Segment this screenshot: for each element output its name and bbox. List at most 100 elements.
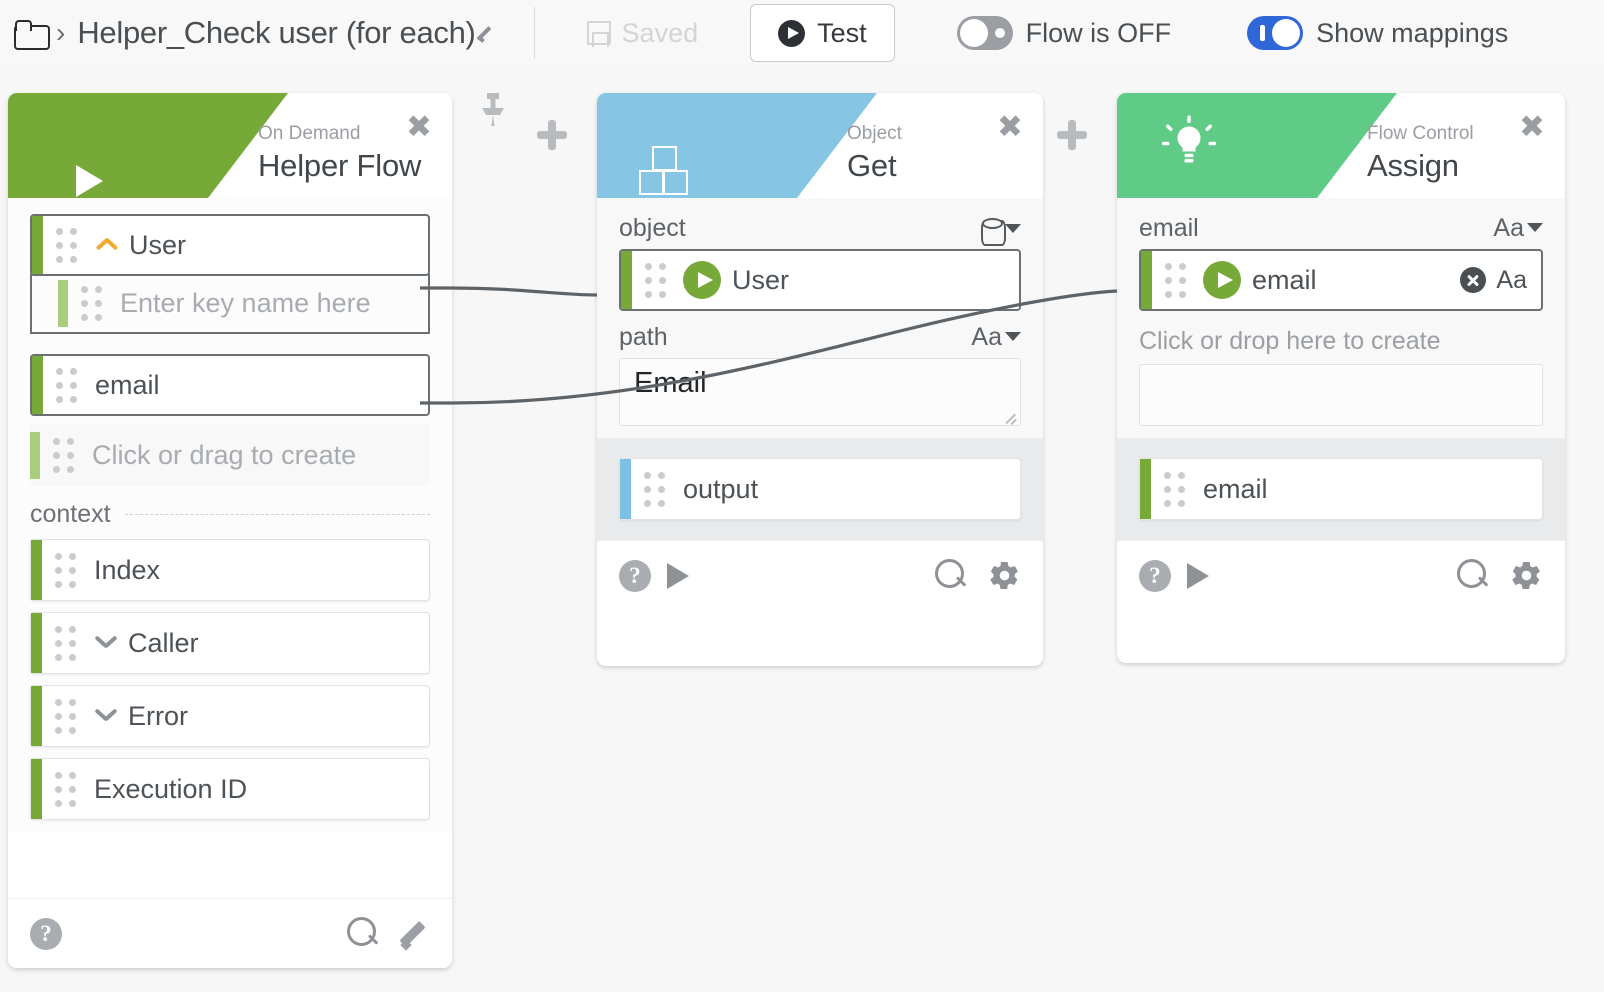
search-icon[interactable] — [1457, 559, 1490, 592]
row-accent — [58, 279, 68, 327]
top-toolbar: › Helper_Check user (for each) Saved Tes… — [0, 0, 1604, 66]
test-button-label: Test — [817, 17, 867, 48]
close-icon[interactable]: ✖ — [1519, 109, 1545, 145]
row-accent — [31, 540, 42, 600]
run-icon[interactable] — [667, 562, 689, 589]
drag-handle-icon[interactable] — [1164, 471, 1192, 507]
gear-icon[interactable] — [988, 559, 1021, 592]
row-accent — [31, 613, 42, 673]
header-shape — [8, 93, 288, 198]
clear-icon[interactable] — [1460, 267, 1487, 293]
card-footer: ? — [8, 898, 452, 968]
card-footer: ? — [597, 540, 1043, 610]
field-email-value[interactable]: email Aa — [1139, 249, 1543, 311]
drag-handle-icon[interactable] — [1165, 262, 1193, 298]
play-circle-icon — [1203, 261, 1241, 299]
mapping-row-user[interactable]: User — [30, 214, 430, 276]
add-node-button-1[interactable] — [537, 120, 567, 150]
folder-icon[interactable] — [14, 19, 50, 50]
node-card-object-get[interactable]: Object Get ✖ object User pa — [597, 93, 1043, 666]
flow-enabled-toggle[interactable]: Flow is OFF — [956, 16, 1171, 50]
row-accent — [1140, 459, 1151, 519]
drag-handle-icon[interactable] — [645, 262, 673, 298]
output-row[interactable]: output — [619, 458, 1021, 520]
type-label: Aa — [1493, 214, 1524, 242]
save-status-button[interactable]: Saved — [586, 18, 698, 49]
pushpin-icon[interactable] — [478, 92, 508, 128]
help-icon[interactable]: ? — [1139, 559, 1171, 592]
mappings-toggle-switch[interactable] — [1247, 16, 1304, 50]
breadcrumb[interactable]: › Helper_Check user (for each) — [0, 15, 498, 51]
drag-handle-icon[interactable] — [55, 552, 83, 588]
edit-title-pencil-icon[interactable] — [479, 23, 498, 42]
help-icon[interactable]: ? — [30, 917, 62, 950]
drop-target-box[interactable] — [1139, 364, 1543, 426]
node-card-flow-control-assign[interactable]: Flow Control Assign ✖ email Aa email — [1117, 93, 1565, 663]
context-row-caller[interactable]: Caller — [30, 612, 430, 674]
toggle-mark — [994, 28, 1005, 38]
field-path-header: path Aa — [619, 323, 1021, 352]
drop-hint-label: Click or drop here to create — [1139, 327, 1441, 355]
drag-handle-icon[interactable] — [55, 771, 83, 807]
card-body: email Aa email Aa Click or drop here to … — [1117, 198, 1565, 438]
show-mappings-toggle[interactable]: Show mappings — [1247, 16, 1508, 50]
help-icon[interactable]: ? — [619, 559, 651, 592]
context-row-index[interactable]: Index — [30, 539, 430, 601]
drag-handle-icon[interactable] — [55, 698, 83, 734]
pencil-icon[interactable] — [400, 919, 430, 949]
output-row-label: output — [683, 473, 759, 504]
flow-canvas[interactable]: On Demand Helper Flow ✖ User Enter key n… — [0, 66, 1604, 992]
chevron-down-icon[interactable] — [95, 632, 117, 654]
drag-handle-icon[interactable] — [56, 367, 84, 403]
card-header: Flow Control Assign ✖ — [1117, 93, 1565, 198]
field-label: path — [619, 323, 668, 351]
toggle-mark — [1260, 25, 1266, 41]
flow-toggle-switch[interactable] — [956, 16, 1013, 50]
run-icon[interactable] — [1187, 562, 1209, 589]
breadcrumb-separator: › — [56, 17, 66, 48]
row-accent — [31, 759, 42, 819]
resize-handle-icon[interactable] — [1003, 409, 1017, 423]
email-type-selector[interactable]: Aa — [1493, 214, 1543, 243]
close-icon[interactable]: ✖ — [406, 109, 432, 145]
path-textarea[interactable]: Email — [619, 358, 1021, 426]
path-type-selector[interactable]: Aa — [971, 323, 1021, 352]
output-row-label: email — [1203, 473, 1268, 504]
chevron-down-icon — [1005, 224, 1021, 233]
close-icon[interactable]: ✖ — [997, 109, 1023, 145]
object-type-selector[interactable] — [981, 217, 1021, 246]
field-object-value[interactable]: User — [619, 249, 1021, 311]
gear-icon[interactable] — [1510, 559, 1543, 592]
mapping-row-label: email — [95, 369, 160, 400]
drag-handle-icon[interactable] — [55, 625, 83, 661]
test-button[interactable]: Test — [750, 4, 895, 62]
create-row-placeholder[interactable]: Click or drag to create — [30, 424, 430, 486]
drag-handle-icon[interactable] — [644, 471, 672, 507]
output-section: email — [1117, 438, 1565, 540]
drag-handle-icon[interactable] — [53, 437, 81, 473]
context-row-label: Execution ID — [94, 773, 248, 804]
chevron-up-icon[interactable] — [96, 234, 118, 256]
context-row-execution-id[interactable]: Execution ID — [30, 758, 430, 820]
chevron-down-icon[interactable] — [95, 705, 117, 727]
header-shape — [597, 93, 877, 198]
field-object-header: object — [619, 214, 1021, 246]
field-email-header: email Aa — [1139, 214, 1543, 243]
header-shape — [1117, 93, 1397, 198]
card-kicker: Flow Control — [1367, 123, 1474, 144]
drag-handle-icon[interactable] — [81, 285, 109, 321]
value-type-label: Aa — [1496, 265, 1527, 294]
drag-handle-icon[interactable] — [56, 227, 84, 263]
node-card-helper-flow[interactable]: On Demand Helper Flow ✖ User Enter key n… — [8, 93, 452, 968]
add-node-button-2[interactable] — [1057, 120, 1087, 150]
search-icon[interactable] — [935, 559, 968, 592]
card-header: On Demand Helper Flow ✖ — [8, 93, 452, 198]
mapping-row-email[interactable]: email — [30, 354, 430, 416]
field-value-label: email — [1252, 264, 1317, 295]
output-row[interactable]: email — [1139, 458, 1543, 520]
search-icon[interactable] — [347, 917, 380, 950]
show-mappings-label: Show mappings — [1316, 17, 1509, 48]
key-name-input-row[interactable]: Enter key name here — [30, 274, 430, 334]
toolbar-divider — [533, 7, 535, 59]
context-row-error[interactable]: Error — [30, 685, 430, 747]
